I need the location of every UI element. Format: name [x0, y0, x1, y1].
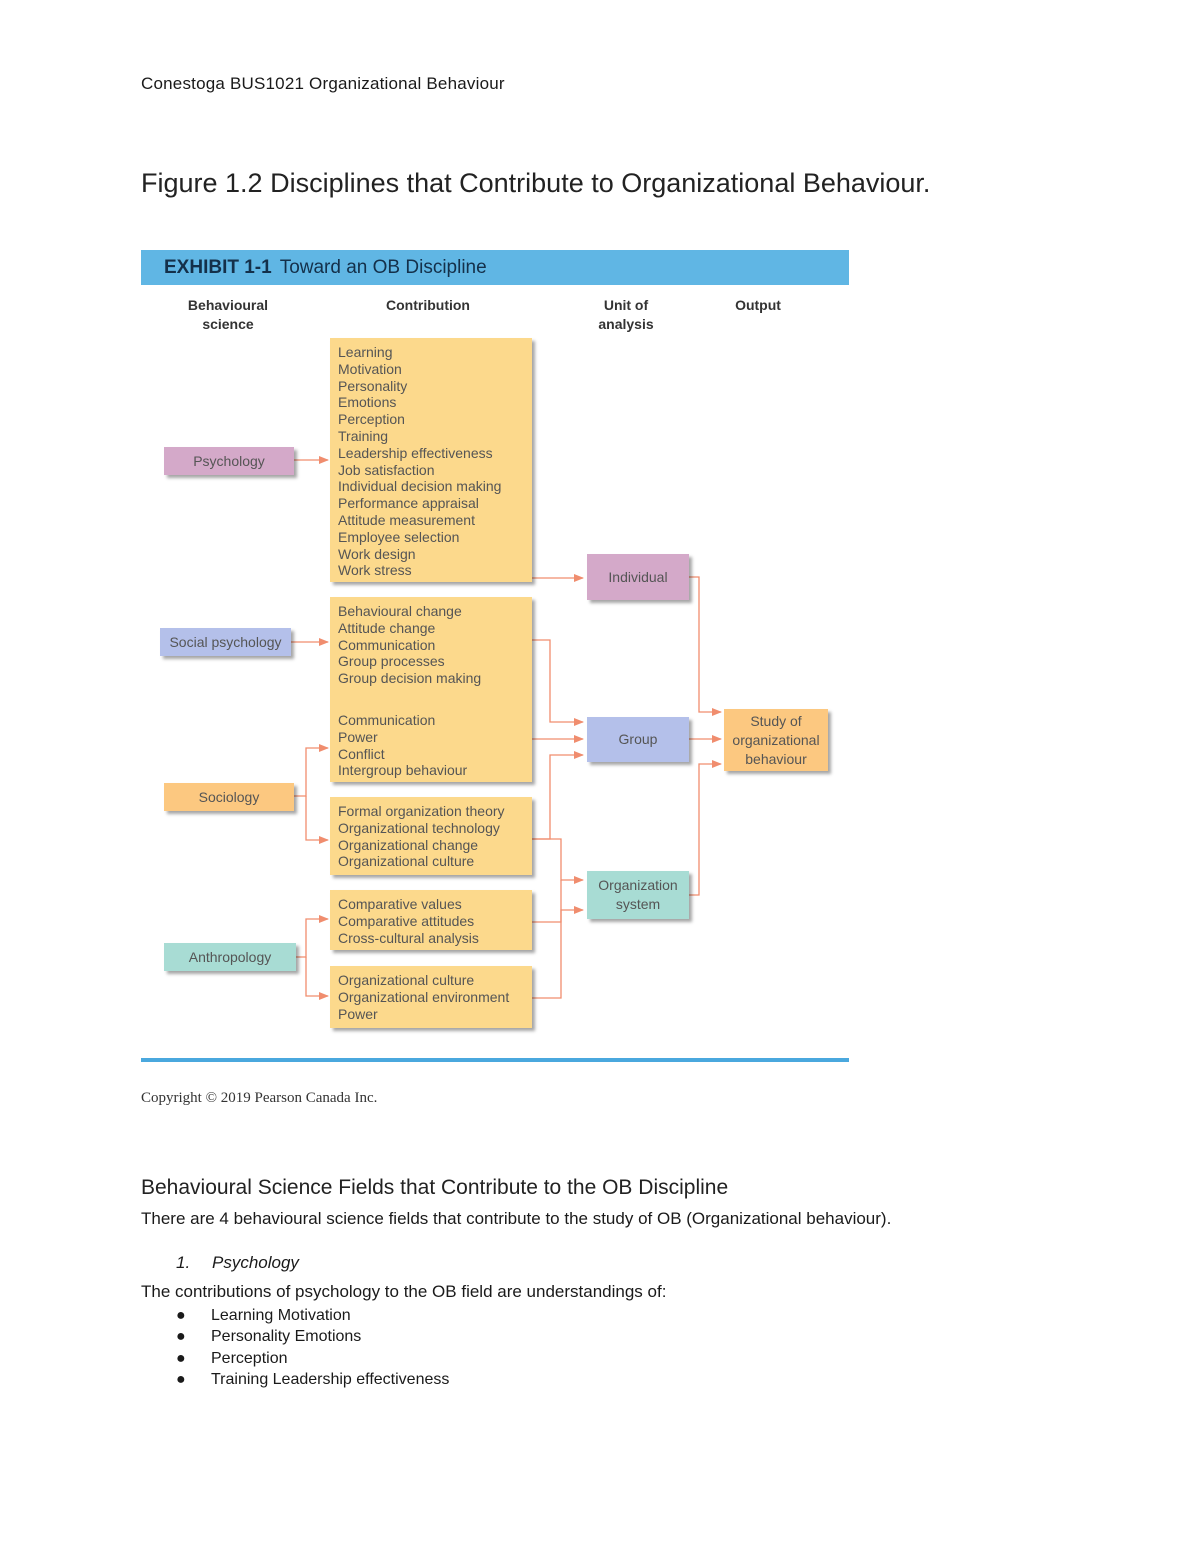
list-item: ●Personality Emotions — [176, 1326, 449, 1347]
section-intro: There are 4 behavioural science fields t… — [141, 1209, 892, 1228]
column-header-output: Output — [735, 297, 781, 313]
column-header-unit: Unit of analysis — [598, 297, 654, 332]
column-header-science: Behavioural science — [187, 297, 269, 332]
science-box-sociology: Sociology — [164, 783, 294, 811]
bullet-icon: ● — [176, 1370, 186, 1388]
figure-title: Figure 1.2 Disciplines that Contribute t… — [141, 168, 931, 198]
contribution-box-anthropology-1: Comparative values Comparative attitudes… — [330, 890, 532, 950]
unit-box-group: Group — [587, 717, 689, 762]
list-item: Perception — [338, 411, 405, 428]
output-box-study-ob: Study of organizational behaviour — [724, 709, 828, 771]
bullet-icon: ● — [176, 1349, 186, 1367]
list-item: Performance appraisal — [338, 495, 479, 512]
list-item: Behavioural change — [338, 603, 462, 619]
contribution-box-social-sociology: Behavioural change Attitude change Commu… — [330, 597, 532, 782]
science-box-psychology: Psychology — [164, 447, 294, 475]
contributions-intro: The contributions of psychology to the O… — [141, 1282, 667, 1301]
copyright-text: Copyright © 2019 Pearson Canada Inc. — [141, 1090, 378, 1106]
numbered-item-psychology: 1.Psychology — [176, 1253, 299, 1272]
list-item: Group decision making — [338, 670, 482, 687]
list-item: Cross-cultural analysis — [338, 929, 479, 946]
list-item: Organizational change — [338, 836, 479, 853]
unit-box-organization-system: Organization system — [587, 871, 689, 919]
list-item: Attitude change — [338, 619, 436, 636]
exhibit-title: Toward an OB Discipline — [279, 257, 487, 278]
list-item: Intergroup behaviour — [338, 762, 468, 779]
list-item: Motivation — [338, 360, 402, 377]
contribution-box-sociology-org: Formal organization theory Organizationa… — [330, 797, 532, 875]
list-item: ●Training Leadership effectiveness — [176, 1369, 449, 1390]
science-box-social-psychology: Social psychology — [160, 628, 291, 656]
list-item: Power — [338, 728, 378, 745]
list-item: Organizational environment — [338, 988, 510, 1005]
science-box-anthropology: Anthropology — [164, 943, 296, 971]
contribution-box-psychology: Learning Motivation Personality Emotions… — [330, 338, 532, 582]
bullet-icon: ● — [176, 1328, 186, 1346]
list-item: Emotions — [338, 394, 397, 411]
column-header-contribution: Contribution — [386, 297, 470, 313]
list-item: Organizational technology — [338, 819, 500, 836]
exhibit-bottom-rule — [141, 1058, 849, 1062]
list-item: Leadership effectiveness — [338, 444, 493, 461]
exhibit-label: EXHIBIT 1-1 — [164, 257, 272, 278]
list-item: Conflict — [338, 745, 385, 762]
list-item: Work design — [338, 545, 416, 562]
unit-box-individual: Individual — [587, 554, 689, 600]
list-item: Comparative attitudes — [338, 912, 475, 929]
list-item: Job satisfaction — [338, 461, 435, 478]
contributions-list: ●Learning Motivation ●Personality Emotio… — [176, 1305, 449, 1390]
list-item: Communication — [338, 711, 436, 728]
list-item: Organizational culture — [338, 972, 475, 988]
list-item: Formal organization theory — [338, 803, 505, 819]
list-item: Individual decision making — [338, 478, 502, 495]
list-item: ●Perception — [176, 1348, 449, 1369]
list-item: Work stress — [338, 562, 412, 579]
exhibit-diagram: EXHIBIT 1-1 Toward an OB Discipline Behav… — [141, 250, 849, 1063]
bullet-icon: ● — [176, 1307, 186, 1324]
exhibit-banner: EXHIBIT 1-1 Toward an OB Discipline — [141, 250, 849, 285]
section-title: Behavioural Science Fields that Contribu… — [141, 1176, 729, 1199]
list-item: Training — [338, 427, 389, 444]
list-item: Communication — [338, 636, 436, 653]
contribution-box-anthropology-2: Organizational culture Organizational en… — [330, 966, 532, 1028]
list-item: Employee selection — [338, 528, 460, 545]
list-item: Organizational culture — [338, 853, 475, 870]
connector-lines — [291, 456, 722, 1000]
list-item: Personality — [338, 377, 408, 394]
list-item: Group processes — [338, 653, 445, 670]
list-item: ●Learning Motivation — [176, 1305, 449, 1326]
list-item: Comparative values — [338, 896, 462, 912]
list-item: Learning — [338, 344, 393, 360]
list-item: Power — [338, 1005, 378, 1022]
page-header: Conestoga BUS1021 Organizational Behavio… — [141, 74, 505, 93]
list-item: Attitude measurement — [338, 511, 475, 528]
